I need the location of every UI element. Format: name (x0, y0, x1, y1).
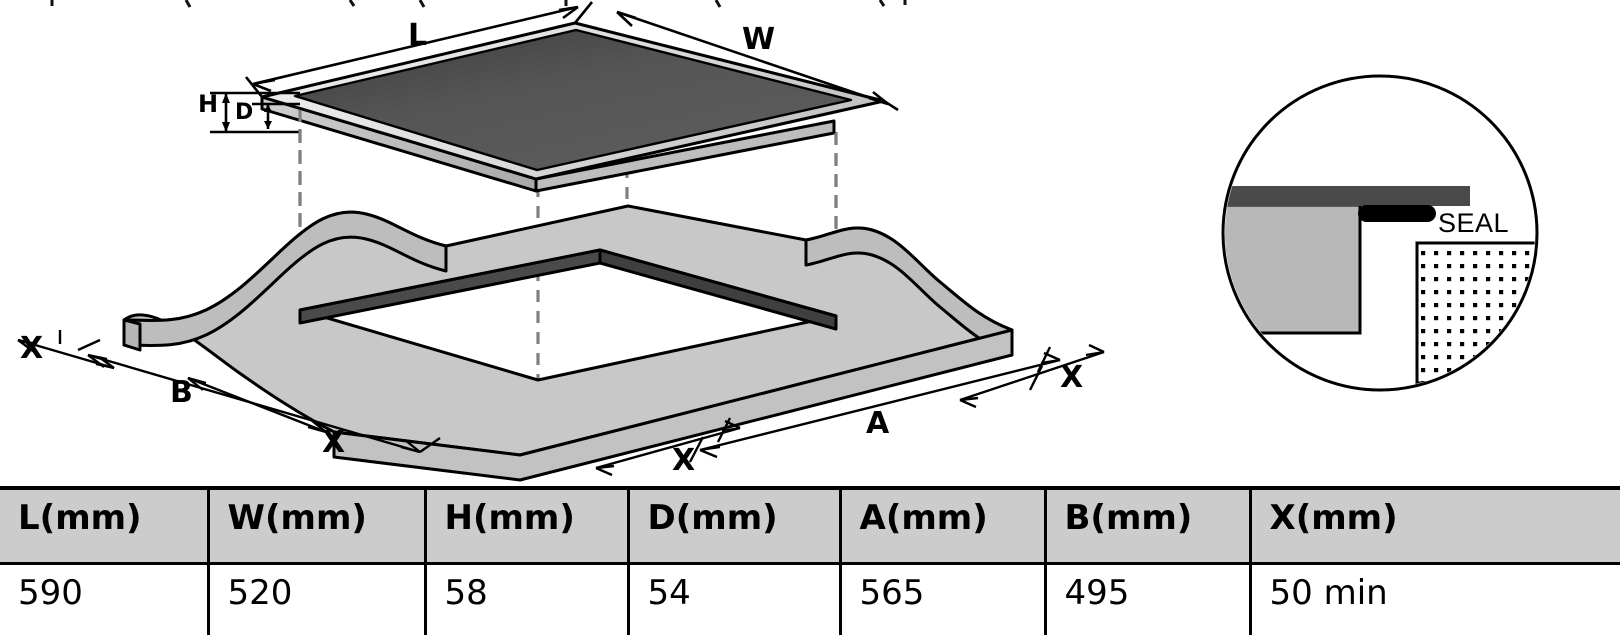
table-cell-D: 54 (628, 564, 840, 635)
label-X-right: X (1060, 363, 1083, 393)
label-L: L (408, 21, 427, 51)
seal-worktop-material (1417, 243, 1582, 383)
table-cell-L: 590 (0, 564, 208, 635)
table-header-H: H(mm) (425, 488, 628, 564)
table-header-A: A(mm) (840, 488, 1045, 564)
table-header-D: D(mm) (628, 488, 840, 564)
table-cell-W: 520 (208, 564, 425, 635)
figure-page: L W H D A B X X X X SEAL L(mm) W(mm) H(m… (0, 0, 1620, 622)
table-cell-B: 495 (1045, 564, 1250, 635)
table-cell-H: 58 (425, 564, 628, 635)
seal-glass-flange (1195, 186, 1470, 206)
label-H: H (198, 92, 218, 116)
label-X-left-front: X (322, 428, 345, 458)
label-X-left-rear: X (20, 334, 43, 364)
label-B: B (170, 378, 193, 408)
worktop-corner-block-left (124, 320, 140, 350)
cooktop-hob (262, 23, 884, 191)
table-header-row: L(mm) W(mm) H(mm) D(mm) A(mm) B(mm) X(mm… (0, 488, 1620, 564)
label-A: A (866, 409, 889, 439)
label-X-bottom-centre: X (672, 446, 695, 476)
table-header-W: W(mm) (208, 488, 425, 564)
label-W: W (742, 25, 775, 55)
seal-detail-callout (1195, 76, 1582, 390)
dimension-spec-table: L(mm) W(mm) H(mm) D(mm) A(mm) B(mm) X(mm… (0, 486, 1620, 635)
seal-caption: SEAL (1438, 208, 1509, 239)
label-D: D (235, 102, 253, 124)
table-header-X: X(mm) (1250, 488, 1620, 564)
table-cell-A: 565 (840, 564, 1045, 635)
seal-gasket (1358, 205, 1436, 222)
table-header-L: L(mm) (0, 488, 208, 564)
table-row: 590 520 58 54 565 495 50 min (0, 564, 1620, 635)
seal-appliance-body (1195, 205, 1360, 333)
table-cell-X: 50 min (1250, 564, 1620, 635)
table-header-B: B(mm) (1045, 488, 1250, 564)
